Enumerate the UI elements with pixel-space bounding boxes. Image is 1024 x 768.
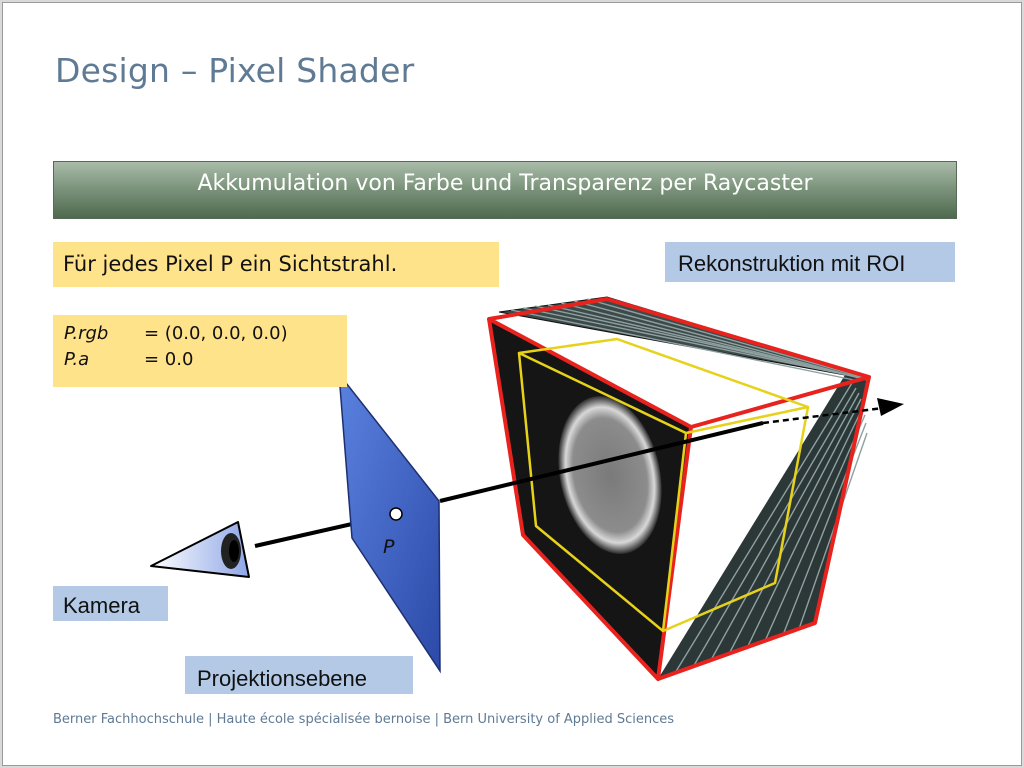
ct-slice-image — [558, 396, 662, 554]
projection-plane-label: Projektionsebene — [185, 656, 413, 694]
roi-reconstruction-label: Rekonstruktion mit ROI — [665, 242, 955, 282]
raycasting-diagram: P — [150, 296, 904, 681]
init-row-alpha: P.a = 0.0 — [64, 349, 347, 375]
pixel-init-box: P.rgb = (0.0, 0.0, 0.0) P.a = 0.0 — [53, 315, 347, 387]
footer-institution: Berner Fachhochschule | Haute école spéc… — [53, 712, 675, 727]
roi-outline — [517, 337, 810, 633]
volume-block — [487, 296, 871, 681]
view-ray-front — [439, 421, 764, 503]
slide-title: Design – Pixel Shader — [55, 51, 415, 90]
projection-plane — [338, 371, 441, 674]
camera-label: Kamera — [53, 586, 168, 621]
init-row-rgb: P.rgb = (0.0, 0.0, 0.0) — [64, 323, 347, 349]
pixel-point — [389, 507, 403, 521]
camera-eye-icon — [150, 521, 250, 578]
init-var: P.rgb — [64, 323, 109, 344]
init-value: = (0.0, 0.0, 0.0) — [144, 323, 288, 344]
init-var: P.a — [64, 349, 90, 370]
topic-banner: Akkumulation von Farbe und Transparenz p… — [53, 161, 957, 219]
pixel-label: P — [383, 536, 395, 558]
init-value: = 0.0 — [144, 349, 194, 370]
ray-description-label: Für jedes Pixel P ein Sichtstrahl. — [53, 242, 499, 287]
arrow-head-icon — [877, 398, 904, 416]
